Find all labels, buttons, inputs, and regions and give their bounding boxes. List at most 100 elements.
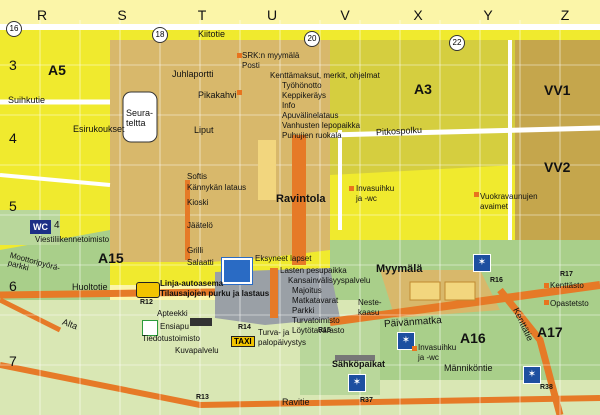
service-kenttamaksut: Kenttämaksut, merkit, ohjelmat <box>270 71 380 80</box>
poi-marker <box>349 186 354 191</box>
grid-row-4: 4 <box>9 130 17 146</box>
label-kuvapalvelu: Kuvapalvelu <box>175 346 219 355</box>
label-nestekaasu: Neste- kaasu <box>358 298 382 317</box>
poi-marker <box>544 300 549 305</box>
first-aid-icon <box>142 320 158 336</box>
label-softis: Softis <box>187 172 208 181</box>
label-jaatelo: Jäätelö <box>187 221 213 230</box>
label-liput: Liput <box>194 125 214 135</box>
service-srk-myymala: SRK:n myymälä <box>242 51 300 60</box>
service-turvatoimisto: Turvatoimisto <box>292 316 340 325</box>
grid-row-3: 3 <box>9 57 17 73</box>
grid-col-t: T <box>197 7 207 23</box>
road-tag-r16: R16 <box>490 277 503 284</box>
road-mannikontie: Männiköntie <box>444 363 493 373</box>
service-kansainvalisyyspalvelu: Kansainvälisyyspalvelu <box>288 276 371 285</box>
wc-icon: WC <box>30 220 51 234</box>
label-turva-ja-palopaivystys: Turva- ja palopäivystys <box>258 328 307 347</box>
label-viestiliikennetoimisto: Viestiliikennetoimisto <box>35 235 110 244</box>
grid-col-y: Y <box>483 7 493 23</box>
road-tag-r37: R37 <box>360 397 373 404</box>
road-tag-r12: R12 <box>140 299 153 306</box>
road-kiitotie: Kiitotie <box>198 29 226 39</box>
taxi-icon: TAXI <box>231 336 255 347</box>
area-ravintola: Ravintola <box>276 193 326 205</box>
label-salaatti: Salaatti <box>187 258 214 267</box>
label-esirukoukset: Esirukoukset <box>73 124 125 134</box>
area-sahkopaikat: Sähköpaikat <box>332 359 386 369</box>
road-tag-r14: R14 <box>238 324 251 331</box>
label-kannykan-lataus: Kännykän lataus <box>187 183 247 192</box>
area-vv2: VV2 <box>544 159 571 175</box>
service-posti: Posti <box>242 61 260 70</box>
label-juhlaportti: Juhlaportti <box>172 69 214 79</box>
grid-col-r: R <box>36 7 48 23</box>
grid-row-6: 6 <box>9 278 17 294</box>
road-tag-r13: R13 <box>196 394 209 401</box>
label-linja-autoasema: Linja-autoasema <box>160 279 224 288</box>
label-vuokravaunujen-avaimet: Vuokravaunujen avaimet <box>480 192 538 211</box>
poi-marker <box>237 90 242 95</box>
road-number-22: 22 <box>449 35 465 51</box>
wc-number: 4 <box>54 220 60 231</box>
grid-col-x: X <box>413 7 423 23</box>
grid-col-u: U <box>266 7 278 23</box>
label-invasuihku-a16: Invasuihku ja -wc <box>418 343 457 362</box>
bus-station-icon <box>221 257 253 285</box>
road-number-16: 16 <box>6 21 22 37</box>
area-a5: A5 <box>48 62 66 78</box>
service-list-lower: Lasten pesupaikka Kansainvälisyyspalvelu… <box>280 266 370 336</box>
service-parkki: Parkki <box>292 306 315 315</box>
label-tilausajojen: Tilausajojen purku ja lastaus <box>160 289 270 298</box>
road-huoltotie: Huoltotie <box>72 282 108 292</box>
label-opastetsto: Opastetsto <box>550 299 589 308</box>
road-ravitie: Ravitie <box>282 397 310 407</box>
crosswalk-icon: ✶ <box>397 332 415 350</box>
service-tyohonotto: Työhönotto <box>282 81 322 90</box>
service-loytotavarasto: Löytötavarasto <box>292 326 345 335</box>
area-a15: A15 <box>98 250 124 266</box>
label-invasuihku-a3: Invasuihku ja -wc <box>356 184 395 203</box>
road-tag-r17: R17 <box>560 271 573 278</box>
poi-marker <box>544 283 549 288</box>
grid-col-z: Z <box>560 7 570 23</box>
label-apteekki: Apteekki <box>157 309 188 318</box>
service-matkatavarat: Matkatavarat <box>292 296 339 305</box>
service-vanhusten-lepopaikka: Vanhusten lepopaikka <box>282 121 361 130</box>
label-eksyneet-lapset: Eksyneet lapset <box>255 254 312 263</box>
crosswalk-icon: ✶ <box>348 374 366 392</box>
service-apuvalinelataus: Apuvälinelataus <box>282 111 339 120</box>
poi-marker <box>474 192 479 197</box>
grid-row-7: 7 <box>9 353 17 369</box>
crosswalk-icon: ✶ <box>523 366 541 384</box>
area-a17: A17 <box>537 324 563 340</box>
label-kenttasto: Kenttästo <box>550 281 584 290</box>
service-list-srk: SRK:n myymälä Posti Kenttämaksut, merkit… <box>242 51 380 141</box>
road-number-18: 18 <box>152 27 168 43</box>
service-puhujien-ruokala: Puhujien ruokala <box>282 131 342 140</box>
grid-col-s: S <box>117 7 127 23</box>
grid-row-5: 5 <box>9 198 17 214</box>
area-vv1: VV1 <box>544 82 571 98</box>
grid-col-v: V <box>340 7 350 23</box>
service-info: Info <box>282 101 296 110</box>
label-pikakahvi: Pikakahvi <box>198 90 237 100</box>
service-majoitus: Majoitus <box>292 286 322 295</box>
label-tiedotustoimisto: Tiedotustoimisto <box>142 334 200 343</box>
road-number-20: 20 <box>304 31 320 47</box>
area-myymala: Myymälä <box>376 263 423 275</box>
road-suihkutie: Suihkutie <box>8 95 46 105</box>
road-tag-r38: R38 <box>540 384 553 391</box>
label-kioski: Kioski <box>187 198 209 207</box>
road-tag-r15: R15 <box>318 327 331 334</box>
poi-marker <box>237 53 242 58</box>
area-a16: A16 <box>460 330 486 346</box>
label-ensiapu: Ensiapu <box>160 322 189 331</box>
label-grilli: Grilli <box>187 246 203 255</box>
label-seurateltta: Seura- teltta <box>126 108 154 128</box>
crosswalk-icon: ✶ <box>473 254 491 272</box>
service-keppikerays: Keppikeräys <box>282 91 327 100</box>
bus-icon <box>136 282 160 298</box>
service-lasten-pesupaikka: Lasten pesupaikka <box>280 266 347 275</box>
area-a3: A3 <box>414 81 432 97</box>
